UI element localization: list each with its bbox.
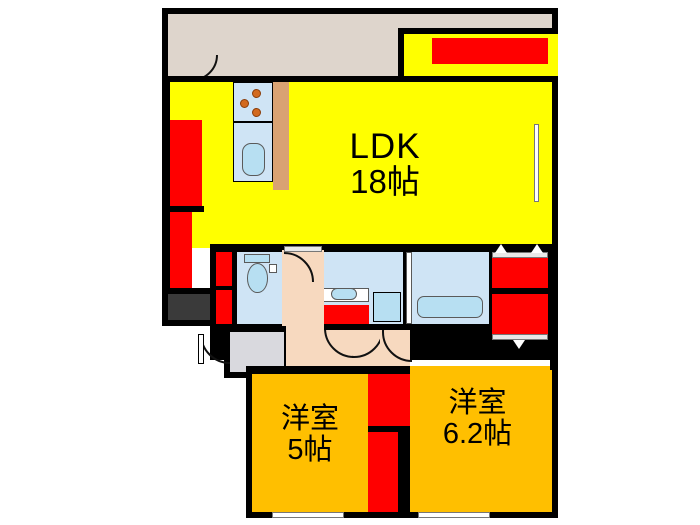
bedroom-left-label-line2: 5帖: [287, 433, 333, 466]
ldk-area: [168, 82, 552, 248]
ldk-window-right: [534, 124, 539, 202]
kitchen-sink-icon: [233, 122, 273, 182]
closet-between-bedrooms-upper: [368, 374, 410, 426]
closet-ldk-top-right: [432, 38, 548, 64]
closet-hall-left: [216, 252, 232, 286]
toilet-paper-holder: [269, 264, 277, 273]
entrance-door[interactable]: [200, 334, 230, 366]
closet-marker-b: [531, 244, 543, 253]
closet-ldk-left-upper: [170, 120, 202, 206]
closet-divider-left: [168, 206, 204, 212]
ldk-label-line1: LDK: [349, 127, 421, 166]
closet-between-divider: [368, 426, 410, 432]
closet-right-upper: [492, 258, 548, 288]
closet-ldk-left-lower: [170, 212, 192, 290]
right-outer-wall: [550, 244, 558, 370]
ldk-label-line2: 18帖: [350, 163, 420, 201]
bedroom-right-label-line1: 洋室: [448, 387, 507, 419]
counter-icon: [273, 82, 289, 190]
bedroom-right-window: [418, 512, 490, 518]
bathtub-icon: [417, 296, 483, 318]
bedroom-left-window: [272, 512, 344, 518]
toilet-door-track: [284, 246, 322, 252]
bedroom-right-area: [410, 366, 552, 512]
toilet-tank: [244, 254, 270, 263]
bedroom-right-door[interactable]: [382, 330, 412, 362]
bedroom-right-label-line2: 6.2帖: [442, 417, 513, 450]
closet-wash: [323, 305, 369, 324]
closet-hall-left-2: [216, 290, 232, 324]
closet-marker-c: [513, 340, 525, 349]
entrance-door-panel: [198, 334, 204, 364]
washbasin-icon: [331, 288, 357, 300]
storage-box: [168, 294, 218, 320]
bedroom-left-label-line1: 洋室: [280, 403, 339, 435]
closet-marker-a: [495, 244, 507, 253]
closet-between-bedrooms-lower: [368, 432, 398, 512]
bedroom-left-label: 洋室 5帖: [255, 404, 365, 465]
toilet-door[interactable]: [284, 252, 314, 282]
bathroom-door[interactable]: [406, 252, 412, 324]
washroom-door[interactable]: [324, 330, 354, 358]
closet-right-upper-handle: [492, 252, 548, 258]
bedroom-left-area: [252, 374, 368, 512]
ldk-left-wall: [162, 76, 170, 326]
stove-icon: [233, 82, 273, 122]
closet-right-lower: [492, 294, 548, 334]
closet-right-lower-handle: [492, 334, 548, 340]
washing-machine-icon: [373, 292, 401, 322]
ldk-room-label: LDK 18帖: [330, 128, 440, 200]
toilet-icon: [247, 263, 268, 293]
sink-basin: [242, 143, 265, 176]
washroom-door-2[interactable]: [352, 330, 380, 358]
bedroom-right-label: 洋室 6.2帖: [410, 388, 545, 449]
entry-area: [230, 332, 284, 372]
